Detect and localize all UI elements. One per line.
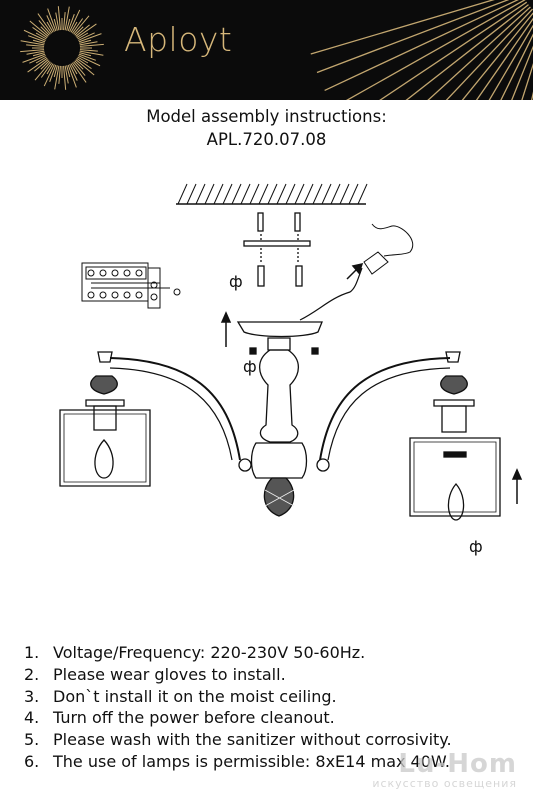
right-arm-icon [316,351,475,472]
svg-text:ф: ф [469,537,483,556]
svg-text:ф: ф [229,272,243,291]
ceiling-hatch-icon [176,183,368,205]
svg-text:ф: ф [243,357,257,376]
center-column-icon [250,349,308,517]
brand-logo: Aployt [124,20,233,59]
canopy-icon [236,321,323,355]
model-number: APL.720.07.08 [206,130,327,149]
document-title: Model assembly instructions: [146,107,387,126]
instruction-item: 5.Please wash with the sanitizer without… [24,730,452,750]
right-lampshade-icon [409,437,501,521]
wiring-terminal-icon [81,262,181,309]
instruction-item: 6.The use of lamps is permissible: 8xE14… [24,751,450,771]
instruction-item: 4.Turn off the power before cleanout. [24,708,335,728]
up-arrow-icon [220,262,523,504]
watermark: Lu-Hom искусство освещения [372,751,517,790]
left-arm-icon [85,351,252,472]
ceiling-screws-icon [243,212,311,287]
watermark-tagline: искусство освещения [372,777,517,790]
instruction-item: 1.Voltage/Frequency: 220-230V 50-60Hz. [24,643,366,662]
rotate-icon: ф ф ф [229,272,483,556]
assembly-diagram: ф ф ф [59,183,523,556]
sunburst-decoration [20,0,533,100]
instruction-item: 3.Don`t install it on the moist ceiling. [24,686,337,706]
instructions-list: 1.Voltage/Frequency: 220-230V 50-60Hz. 2… [24,642,452,773]
watermark-logo: Lu-Hom [398,749,517,779]
brand-header: Aployt [0,0,533,100]
left-lampshade-icon [59,409,151,487]
sun-core-icon [44,30,80,66]
instruction-item: 2.Please wear gloves to install. [24,664,286,684]
